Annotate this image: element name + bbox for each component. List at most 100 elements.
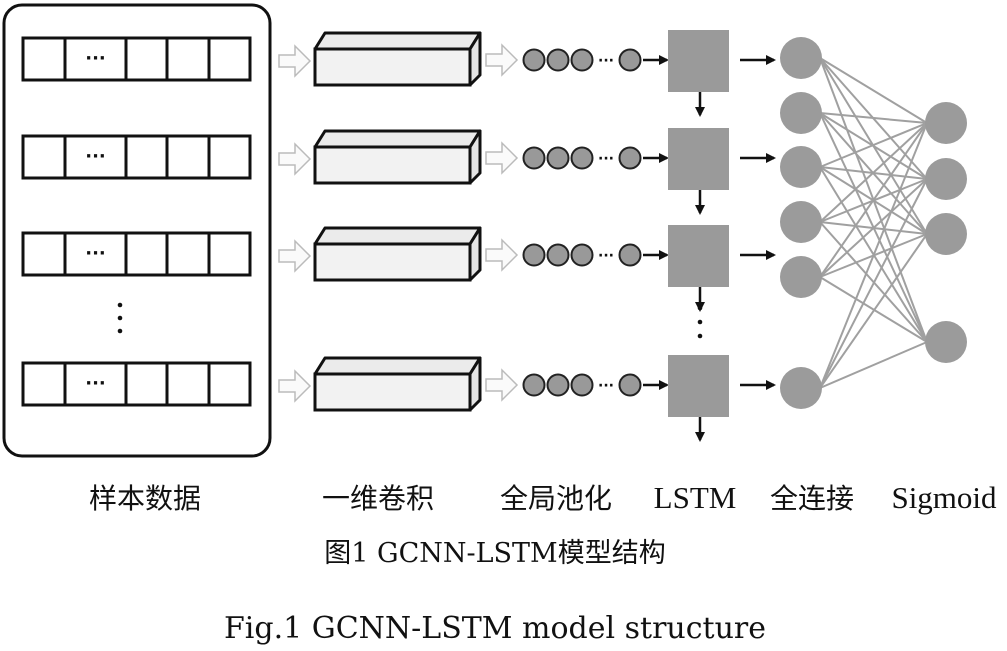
sample-cell xyxy=(207,36,252,82)
hollow-arrow-icon xyxy=(485,238,519,272)
sample-cell xyxy=(165,134,211,180)
pooling-node xyxy=(546,48,570,72)
pooling-node xyxy=(618,373,642,397)
sample-cell xyxy=(165,361,211,407)
fc-edge xyxy=(819,122,928,278)
lstm-cell xyxy=(668,30,729,92)
sample-row: ··· ··· xyxy=(21,128,776,215)
pooling-node xyxy=(570,48,594,72)
sample-cell xyxy=(124,36,169,82)
sample-cell xyxy=(124,231,169,277)
hollow-arrow-icon xyxy=(485,43,519,77)
pooling-node xyxy=(522,243,546,267)
pooling-ellipsis: ··· xyxy=(598,151,614,167)
fc-node xyxy=(780,146,822,188)
vertical-ellipsis-dot xyxy=(697,305,703,311)
sample-cell xyxy=(124,361,169,407)
fc-node xyxy=(780,37,822,79)
pooling-node xyxy=(570,146,594,170)
fc-edge xyxy=(819,57,928,124)
pooling-node xyxy=(618,48,642,72)
pooling-ellipsis: ··· xyxy=(598,248,614,264)
fc-edge xyxy=(819,112,928,124)
fc-edge xyxy=(819,178,928,389)
sigmoid-node xyxy=(925,321,967,363)
conv-box-front xyxy=(313,372,472,412)
sample-data-frame xyxy=(2,3,272,458)
lstm-cell xyxy=(668,128,729,190)
conv-box-top xyxy=(313,356,482,376)
vertical-ellipsis-dot xyxy=(117,315,123,321)
sample-cell xyxy=(165,36,211,82)
pooling-node xyxy=(546,373,570,397)
pooling-node xyxy=(546,243,570,267)
sample-cell xyxy=(207,134,252,180)
sigmoid-node xyxy=(925,213,967,255)
conv-box-front xyxy=(313,47,472,87)
pooling-node xyxy=(570,373,594,397)
pooling-node xyxy=(522,146,546,170)
hollow-arrow-icon xyxy=(278,44,312,78)
conv-box-top xyxy=(313,31,482,51)
fc-edge xyxy=(819,341,928,389)
sigmoid-node xyxy=(925,158,967,200)
fc-edge xyxy=(819,233,928,389)
conv-box-front xyxy=(313,145,472,185)
ellipsis-cell-text: ··· xyxy=(85,146,106,167)
sample-cell xyxy=(63,36,128,82)
sample-cell xyxy=(165,231,211,277)
hollow-arrow-icon xyxy=(485,368,519,402)
hollow-arrow-icon xyxy=(278,369,312,403)
fc-node xyxy=(780,201,822,243)
ellipsis-cell-text: ··· xyxy=(85,48,106,69)
lstm-cell xyxy=(668,355,729,417)
ellipsis-cell-text: ··· xyxy=(85,373,106,394)
sample-cell xyxy=(21,231,67,277)
sample-cell xyxy=(207,231,252,277)
figure-caption-cn: 图1 GCNN-LSTM模型结构 xyxy=(324,538,665,569)
pooling-node xyxy=(570,243,594,267)
sample-cell xyxy=(21,36,67,82)
sample-row: ··· ··· xyxy=(21,30,776,117)
vertical-ellipsis-dot xyxy=(697,333,703,339)
sample-cell xyxy=(124,134,169,180)
sample-row: ··· ··· xyxy=(21,355,776,442)
stage-label-sigmoid: Sigmoid xyxy=(891,480,997,515)
lstm-cell xyxy=(668,225,729,287)
hollow-arrow-icon xyxy=(485,141,519,175)
fc-node xyxy=(780,92,822,134)
pooling-ellipsis: ··· xyxy=(598,53,614,69)
sample-cell xyxy=(21,134,67,180)
stage-label-global-pooling: 全局池化 xyxy=(500,482,612,515)
pooling-node xyxy=(522,48,546,72)
sigmoid-node xyxy=(925,102,967,144)
fc-node xyxy=(780,367,822,409)
stage-label-conv1d: 一维卷积 xyxy=(322,482,434,515)
fc-edge xyxy=(819,122,928,223)
fc-node xyxy=(780,256,822,298)
fc-edge xyxy=(819,122,928,168)
conv-box-front xyxy=(313,242,472,282)
rows-layer: ··· ··· ··· ··· ··· ··· ··· ··· xyxy=(21,30,776,442)
pooling-ellipsis: ··· xyxy=(598,378,614,394)
pooling-node xyxy=(522,373,546,397)
fc-edge xyxy=(819,122,928,389)
hollow-arrow-icon xyxy=(278,239,312,273)
fc-layer xyxy=(780,37,967,409)
conv-box-top xyxy=(313,129,482,149)
vertical-ellipsis-dot xyxy=(117,328,123,334)
pooling-node xyxy=(618,146,642,170)
figure-caption-en: Fig.1 GCNN-LSTM model structure xyxy=(224,611,766,646)
conv-box-top xyxy=(313,226,482,246)
sample-cell xyxy=(207,361,252,407)
ellipsis-cell-text: ··· xyxy=(85,243,106,264)
stage-label-input: 样本数据 xyxy=(89,482,201,515)
sample-cell xyxy=(21,361,67,407)
pooling-node xyxy=(546,146,570,170)
stage-label-lstm: LSTM xyxy=(654,480,737,515)
vertical-ellipsis-dot xyxy=(697,319,703,325)
fc-edges xyxy=(819,57,928,389)
pooling-node xyxy=(618,243,642,267)
stage-label-fully-connected: 全连接 xyxy=(770,482,854,515)
